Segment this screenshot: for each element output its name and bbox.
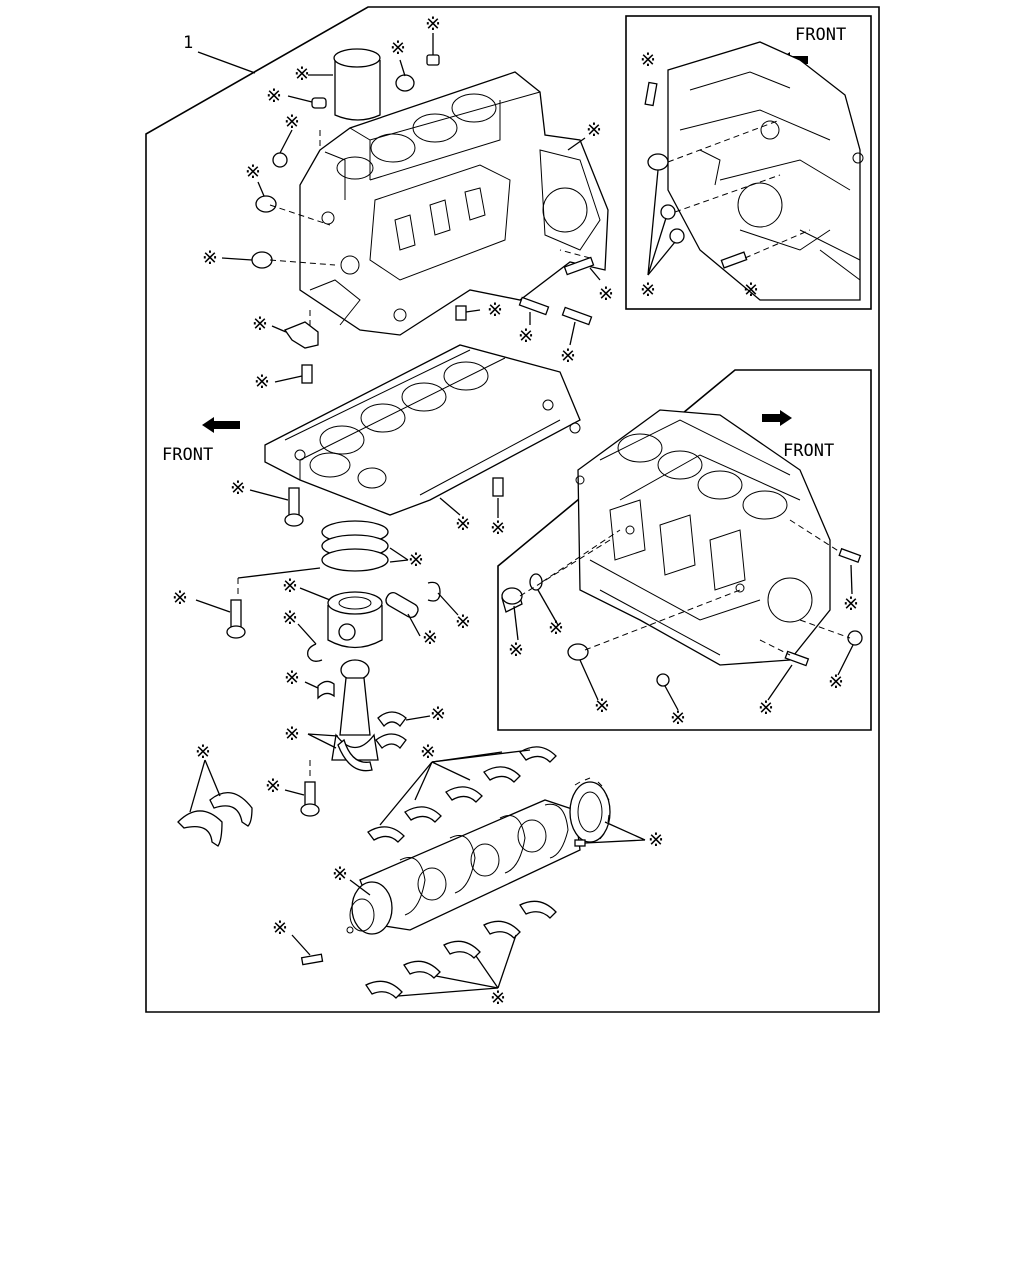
- callout-asterisk: ※: [743, 279, 759, 301]
- callout-asterisk: ※: [455, 513, 471, 535]
- front-arrow-main: [202, 417, 240, 433]
- callout-asterisk: ※: [230, 477, 246, 499]
- thrust-washers: ※: [177, 741, 253, 847]
- inset-mid-right: FRONT ※ ※ ※: [497, 369, 872, 731]
- front-label-main: FRONT: [162, 445, 213, 465]
- front-arrow-inset-mid: [762, 410, 792, 426]
- callout-asterisk: ※: [430, 703, 446, 725]
- callout-asterisk: ※: [640, 279, 656, 301]
- callout-asterisk: ※: [245, 161, 261, 183]
- callout-asterisk: ※: [548, 617, 564, 639]
- callout-asterisk: ※: [508, 639, 524, 661]
- part-number-leader: [197, 51, 256, 74]
- callout-asterisk: ※: [670, 707, 686, 729]
- callout-asterisk: ※: [490, 517, 506, 539]
- callout-asterisk: ※: [202, 247, 218, 269]
- callout-asterisk: ※: [272, 917, 288, 939]
- callout-asterisk: ※: [560, 345, 576, 367]
- callout-asterisk: ※: [828, 671, 844, 693]
- cylinder-block-upper: ※ ※ ※ ※ ※ ※ ※ ※ ※ ※ ※ ※ ※ ※: [202, 13, 614, 393]
- part-number-label: 1: [183, 33, 193, 53]
- callout-asterisk: ※: [425, 13, 441, 35]
- callout-asterisk: ※: [265, 775, 281, 797]
- callout-asterisk: ※: [843, 593, 859, 615]
- callout-asterisk: ※: [594, 695, 610, 717]
- callout-asterisk: ※: [518, 325, 534, 347]
- callout-asterisk: ※: [598, 283, 614, 305]
- callout-asterisk: ※: [266, 85, 282, 107]
- callout-asterisk: ※: [195, 741, 211, 763]
- callout-asterisk: ※: [284, 667, 300, 689]
- callout-asterisk: ※: [487, 299, 503, 321]
- front-label-inset-mid: FRONT: [783, 441, 834, 461]
- piston-assembly: ※ ※ ※ ※ ※ ※ ※ ※ ※ ※: [172, 520, 471, 817]
- callout-asterisk: ※: [420, 741, 436, 763]
- callout-asterisk: ※: [294, 63, 310, 85]
- crankcase-lower: ※ ※ ※: [230, 344, 581, 539]
- inset-top-right: FRONT ※ ※ ※: [625, 15, 872, 310]
- callout-asterisk: ※: [284, 111, 300, 133]
- callout-asterisk: ※: [252, 313, 268, 335]
- callout-asterisk: ※: [254, 371, 270, 393]
- callout-asterisk: ※: [332, 863, 348, 885]
- front-label-inset-top: FRONT: [795, 25, 846, 45]
- callout-asterisk: ※: [586, 119, 602, 141]
- callout-asterisk: ※: [282, 607, 298, 629]
- callout-asterisk: ※: [640, 49, 656, 71]
- crankshaft-assembly: ※ ※ ※ ※ ※: [272, 741, 664, 1009]
- callout-asterisk: ※: [490, 987, 506, 1009]
- callout-asterisk: ※: [422, 627, 438, 649]
- callout-asterisk: ※: [284, 723, 300, 745]
- callout-asterisk: ※: [172, 587, 188, 609]
- callout-asterisk: ※: [408, 549, 424, 571]
- callout-asterisk: ※: [282, 575, 298, 597]
- callout-asterisk: ※: [455, 611, 471, 633]
- callout-asterisk: ※: [758, 697, 774, 719]
- callout-asterisk: ※: [390, 37, 406, 59]
- callout-asterisk: ※: [648, 829, 664, 851]
